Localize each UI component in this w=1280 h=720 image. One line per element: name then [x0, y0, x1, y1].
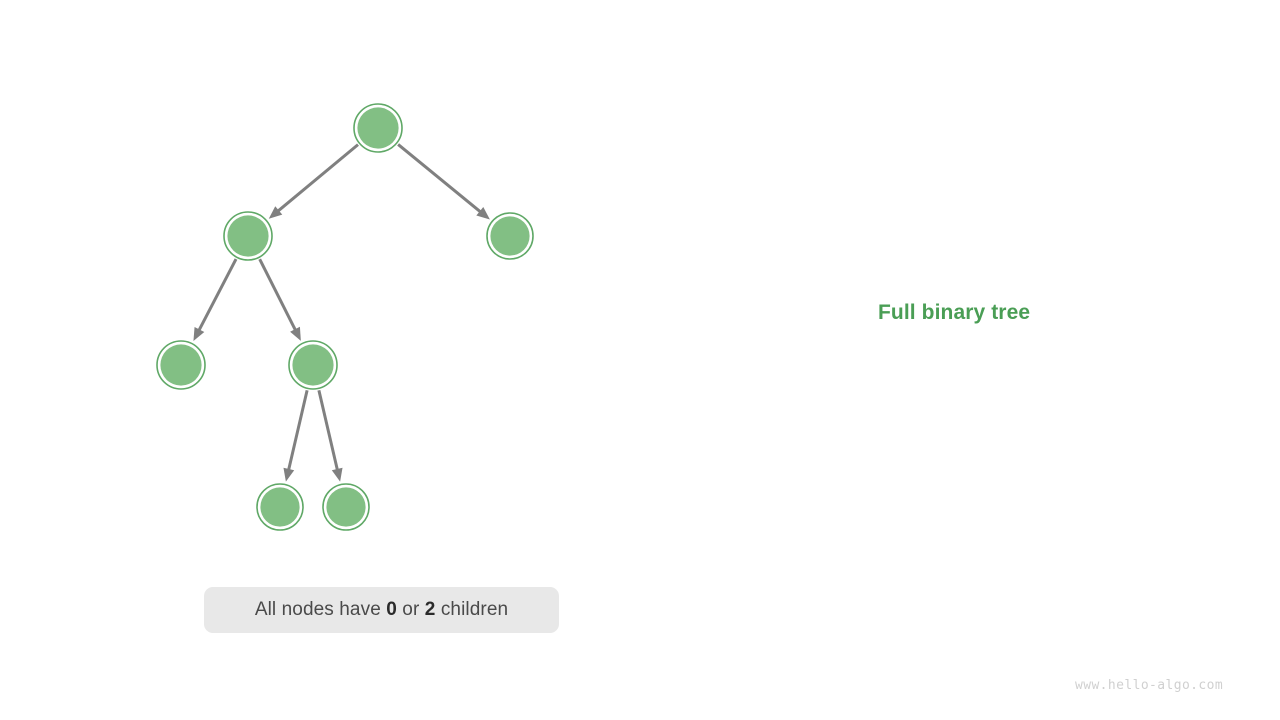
tree-edge	[397, 143, 483, 214]
tree-node-inner-ring	[488, 214, 532, 258]
tree-edge-arrowhead	[331, 467, 343, 482]
tree-node[interactable]	[288, 340, 338, 390]
caption-prefix: All nodes have	[254, 599, 387, 620]
tree-edge	[197, 258, 238, 332]
tree-node[interactable]	[486, 212, 534, 260]
tree-node-inner-ring	[258, 485, 302, 529]
tree-edge-arrowhead	[193, 326, 205, 342]
tree-node-outer-ring	[486, 212, 534, 260]
tree-node-outer-ring	[288, 340, 338, 390]
tree-node-fill	[292, 344, 334, 386]
tree-node-fill	[326, 487, 366, 527]
tree-edge	[286, 389, 309, 472]
tree-node-inner-ring	[324, 485, 368, 529]
tree-node[interactable]	[353, 103, 403, 153]
caption-bold-zero: 0	[386, 599, 397, 620]
page-title: Full binary tree	[878, 301, 1031, 324]
tree-node-outer-ring	[353, 103, 403, 153]
caption-suffix: children	[435, 599, 509, 620]
tree-node-fill	[260, 487, 300, 527]
tree-edge-arrowhead	[283, 467, 295, 482]
tree-node-outer-ring	[256, 483, 304, 531]
watermark: www.hello-algo.com	[1075, 678, 1224, 693]
tree-node-inner-ring	[158, 342, 204, 388]
caption-bold-two: 2	[424, 599, 436, 620]
tree-edge	[317, 389, 340, 472]
tree-node[interactable]	[223, 211, 273, 261]
tree-edge-arrowhead	[476, 207, 490, 220]
tree-node-outer-ring	[223, 211, 273, 261]
tree-node[interactable]	[156, 340, 206, 390]
tree-node[interactable]	[256, 483, 304, 531]
tree-node-outer-ring	[322, 483, 370, 531]
tree-node-fill	[227, 215, 269, 257]
tree-edge-arrowhead	[290, 326, 301, 341]
tree-node-fill	[490, 216, 530, 256]
tree-edge-arrowhead	[268, 206, 283, 219]
tree-edge	[258, 258, 298, 332]
tree-node-inner-ring	[225, 213, 271, 259]
tree-node-inner-ring	[355, 105, 401, 151]
tree-node[interactable]	[322, 483, 370, 531]
tree-node-inner-ring	[290, 342, 336, 388]
caption-middle: or	[396, 599, 425, 620]
node-layer	[156, 103, 534, 531]
caption-text: All nodes have 0 or 2 children	[255, 599, 508, 621]
tree-node-outer-ring	[156, 340, 206, 390]
caption-box: All nodes have 0 or 2 children	[204, 587, 559, 633]
tree-node-fill	[357, 107, 399, 149]
tree-edge	[276, 143, 359, 213]
edge-layer	[193, 143, 490, 482]
tree-node-fill	[160, 344, 202, 386]
